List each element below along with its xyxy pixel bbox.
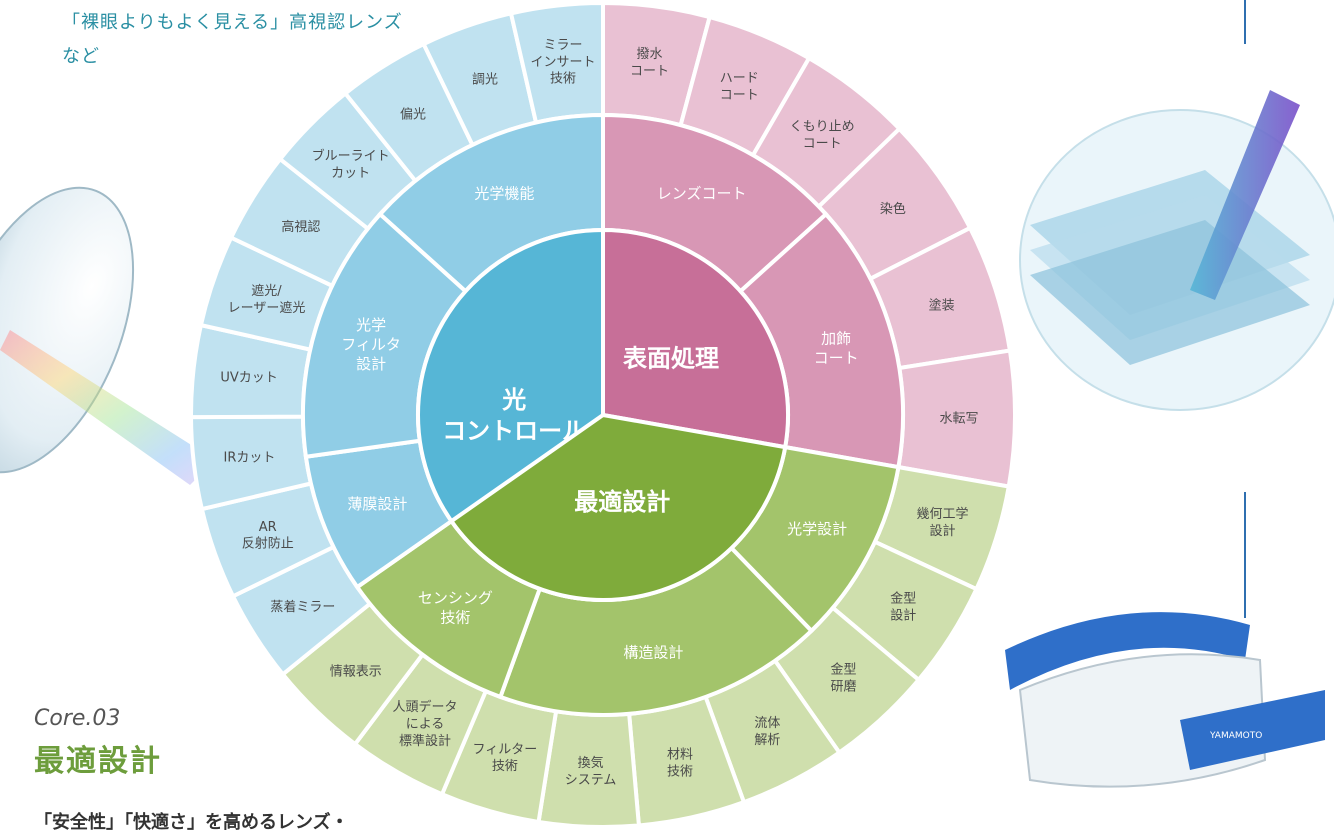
outer-high-visibility-label: 高視認 — [281, 219, 320, 235]
outer-anti-fog-label: くもり止めコート — [790, 120, 855, 152]
accent-line-bottom — [1244, 492, 1246, 618]
outer-mold-polishing-label: 金型研磨 — [831, 662, 857, 695]
intro-text-line1: 「裸眼よりもよく見える」高視認レンズ — [62, 12, 403, 33]
outer-dyeing-label: 染色 — [880, 201, 906, 217]
outer-vapor-mirror-label: 蒸着ミラー — [270, 599, 335, 615]
core-title: 最適設計 — [34, 744, 162, 779]
accent-line-top — [1244, 0, 1246, 44]
core-number-label: Core.03 — [34, 706, 121, 731]
outer-ir-cut-label: IRカット — [224, 450, 276, 465]
inner-surface-treatment-label: 表面処理 — [623, 344, 719, 372]
outer-polarized-label: 偏光 — [400, 107, 426, 122]
mid-decorative-coat-label: 加飾コート — [814, 330, 859, 368]
intro-text-line2: など — [62, 46, 100, 67]
outer-head-data-label: 人頭データによる標準設計 — [392, 699, 457, 749]
inner-light-control-label: 光コントロール — [442, 386, 586, 445]
lens-prism-illustration — [0, 186, 215, 485]
mid-lens-coat-label: レンズコート — [657, 185, 747, 203]
outer-water-transfer-label: 水転写 — [939, 412, 978, 427]
outer-painting-label: 塗装 — [929, 298, 955, 314]
mid-sensing-tech-label: センシング技術 — [418, 589, 493, 627]
outer-uv-cut-label: UVカット — [220, 370, 277, 385]
mid-optical-filter-design-label: 光学フィルタ設計 — [341, 316, 401, 373]
mid-optical-function-label: 光学機能 — [474, 185, 534, 203]
outer-filter-tech-label: フィルター技術 — [472, 742, 537, 774]
outer-fluid-analysis-label: 流体解析 — [754, 716, 780, 748]
outer-mold-design-label: 金型設計 — [890, 590, 916, 623]
outer-photochromic-label: 調光 — [472, 73, 498, 88]
outer-blue-light-cut-label: ブルーライトカット — [312, 148, 390, 181]
inner-surface-treatment-segment — [601, 227, 790, 450]
outer-mirror-insert-label: ミラーインサート技術 — [531, 38, 596, 87]
outer-ventilation-label: 換気システム — [565, 755, 617, 788]
outer-light-shielding-label: 遮光/レーザー遮光 — [228, 283, 306, 316]
inner-optimal-design-label: 最適設計 — [574, 488, 670, 516]
outer-water-repellent-label: 撥水コート — [630, 47, 669, 79]
safety-goggles-photo: YAMAMOTO — [1005, 612, 1325, 788]
coating-layers-splash-illustration — [1019, 90, 1334, 411]
inner-optimal-design-segment — [448, 412, 788, 602]
outer-material-tech-label: 材料技術 — [667, 748, 693, 780]
outer-hard-coat-label: ハードコート — [720, 71, 759, 103]
goggles-brand-text: YAMAMOTO — [1209, 731, 1262, 741]
mid-optical-design-label: 光学設計 — [787, 520, 847, 538]
mid-structural-design-label: 構造設計 — [623, 643, 683, 661]
core-description: 「安全性」「快適さ」を高めるレンズ・ — [34, 812, 349, 833]
mid-thin-film-design-label: 薄膜設計 — [347, 495, 407, 513]
outer-info-display-label: 情報表示 — [330, 665, 382, 680]
outer-geometric-optics-label: 幾何工学設計 — [917, 506, 969, 539]
